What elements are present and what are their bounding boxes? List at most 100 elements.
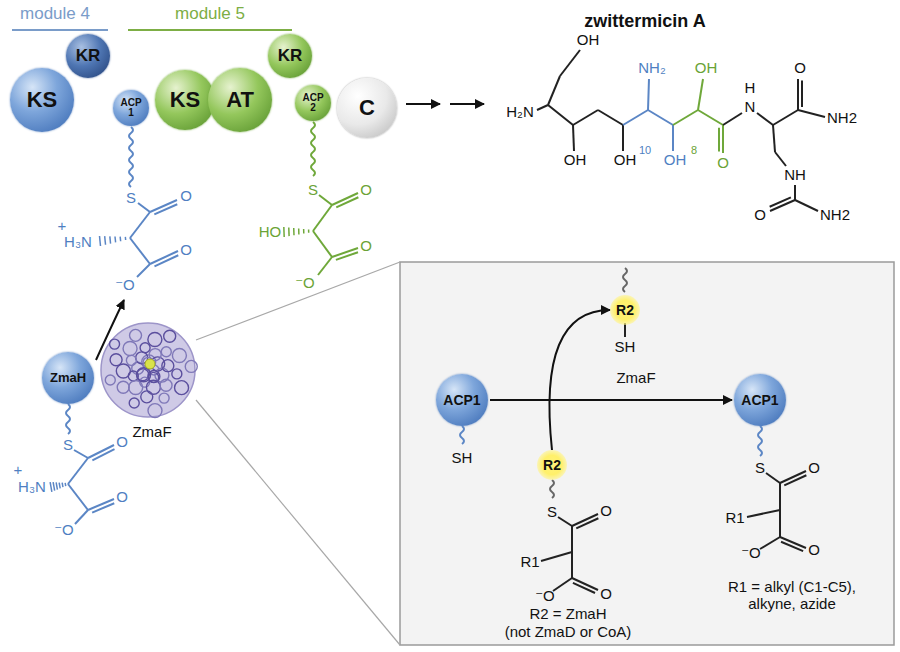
bond-stroke xyxy=(779,510,781,537)
bond-stroke xyxy=(560,50,580,76)
step-arrow xyxy=(450,103,484,105)
protein-texture xyxy=(110,354,122,366)
bond-stroke xyxy=(571,552,573,578)
protein-texture xyxy=(123,342,137,356)
bond-stroke xyxy=(766,473,780,483)
bond-stroke xyxy=(673,110,698,125)
atom-label: S xyxy=(547,504,557,521)
protein-texture xyxy=(172,348,186,362)
bond-stroke xyxy=(794,185,796,200)
bond-stroke xyxy=(318,257,332,275)
bond-stroke xyxy=(553,578,572,591)
protein-texture xyxy=(162,360,174,372)
domain-name: ACP1 xyxy=(443,393,480,408)
protein-texture xyxy=(110,339,120,349)
bond-stroke xyxy=(336,252,358,260)
bond-stroke xyxy=(64,483,66,486)
bond-stroke xyxy=(125,237,127,240)
bond-stroke xyxy=(114,237,116,243)
bond-stroke xyxy=(757,113,773,125)
atom-label: ⁻O xyxy=(115,277,135,294)
enzyme-label: ZmaF xyxy=(616,370,655,387)
atom-label: SH xyxy=(615,339,636,356)
bond-stroke xyxy=(283,227,285,237)
bond-stroke xyxy=(760,537,780,549)
atom-label: O xyxy=(116,489,128,506)
atom-label: O xyxy=(116,434,128,451)
bond-stroke xyxy=(558,517,572,526)
atom-label: S xyxy=(755,460,765,477)
atom-label: SH xyxy=(452,450,473,467)
bond-stroke xyxy=(723,113,742,125)
atom-label: R1 xyxy=(520,554,539,571)
protein-structure xyxy=(101,323,197,418)
zoom-line xyxy=(196,400,400,645)
atom-label: O xyxy=(794,60,806,77)
bond-stroke xyxy=(74,450,88,458)
atom-label: O xyxy=(600,586,612,603)
atom-label: O xyxy=(808,460,820,477)
bond-stroke xyxy=(573,583,595,593)
protein-texture xyxy=(172,369,182,379)
atom-label: S xyxy=(63,437,73,454)
protein-texture xyxy=(129,398,139,408)
atom-label: 10 xyxy=(639,144,651,156)
atom-label: H₃N xyxy=(64,234,92,251)
bond-stroke xyxy=(92,449,114,460)
tether-line xyxy=(311,122,315,176)
atom-label: N xyxy=(745,99,756,116)
bond-stroke xyxy=(747,510,780,517)
bond-stroke xyxy=(622,125,624,151)
atom-label: O xyxy=(808,542,820,559)
atom-label: H₂N xyxy=(506,104,534,121)
bond-stroke xyxy=(623,110,648,125)
atom-label: HO xyxy=(259,224,282,241)
domain-circle: ACP 1 xyxy=(113,90,149,126)
module-bar xyxy=(12,29,108,31)
bond-stroke xyxy=(303,229,305,234)
bond-stroke xyxy=(119,237,121,242)
domain-circle: KR xyxy=(268,34,312,78)
atom-label: S xyxy=(126,190,136,207)
atom-label: NH₂ xyxy=(638,60,666,77)
atom-label: O xyxy=(717,155,729,172)
protein-texture xyxy=(185,360,197,372)
atom-label: + xyxy=(58,218,67,235)
bond-stroke xyxy=(130,238,150,264)
bond-stroke xyxy=(718,128,720,152)
domain-name: R2 xyxy=(543,458,561,473)
atom-label: OH xyxy=(577,32,600,49)
bond-stroke xyxy=(336,197,358,207)
bond-stroke xyxy=(154,204,177,214)
heading-label: zwittermicin A xyxy=(584,12,705,32)
protein-texture xyxy=(117,381,129,393)
bond-stroke xyxy=(573,125,574,151)
atom-label: R1 = alkyl (C1-C5), alkyne, azide xyxy=(717,579,867,612)
bond-stroke xyxy=(548,76,560,105)
atom-label: H₃N xyxy=(18,479,46,496)
atom-label: R2 = ZmaH xyxy=(529,606,606,623)
bond-stroke xyxy=(698,110,723,125)
bond-stroke xyxy=(138,203,150,212)
bond-stroke xyxy=(624,323,626,337)
bond-stroke xyxy=(775,152,786,166)
bond-stroke xyxy=(781,542,803,551)
domain-name: KR xyxy=(76,47,101,65)
protein-texture xyxy=(116,364,130,378)
bond-stroke xyxy=(59,483,60,489)
tether-line xyxy=(460,426,464,444)
bond-stroke xyxy=(61,483,63,487)
protein-texture xyxy=(126,355,136,365)
bond-stroke xyxy=(784,475,806,485)
atom-label: NH xyxy=(784,167,806,184)
protein-texture xyxy=(148,370,160,382)
bond-stroke xyxy=(56,482,57,489)
atom-label: OH xyxy=(564,152,587,169)
atom-label: ⁻O xyxy=(54,522,74,539)
domain-name: KR xyxy=(278,47,303,65)
protein-texture xyxy=(161,347,171,357)
bond-stroke xyxy=(648,110,673,125)
bond-stroke xyxy=(548,105,573,125)
domain-name: C xyxy=(359,96,375,119)
tether-line xyxy=(66,404,70,434)
